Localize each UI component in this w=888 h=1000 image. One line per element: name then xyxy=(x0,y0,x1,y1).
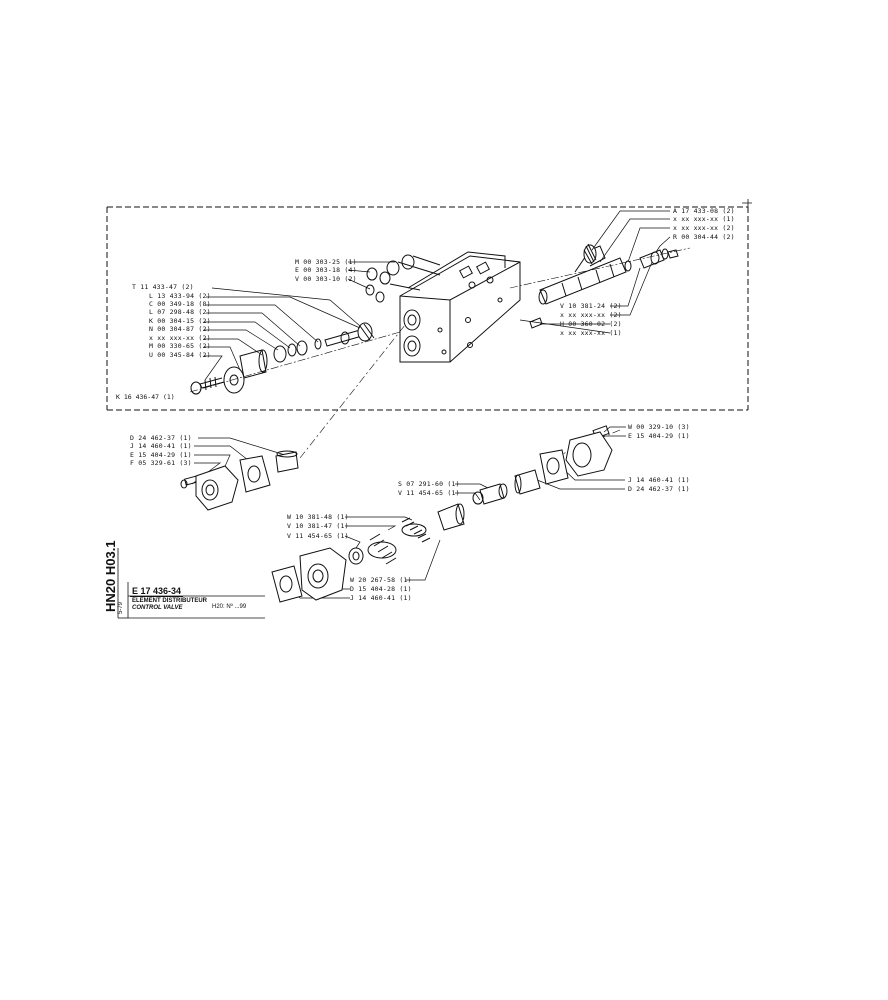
leader-lines xyxy=(191,210,671,599)
part-label: J 14 460-41 (1) xyxy=(350,594,412,602)
part-label: D 15 404-28 (1) xyxy=(350,585,412,593)
sheet-side-title: HN20 H03.1 xyxy=(103,540,119,612)
part-label: W 00 329-10 (3) xyxy=(628,423,690,431)
part-label: K 00 304-15 (2) xyxy=(149,317,211,325)
left-spool xyxy=(189,322,401,395)
part-label: A 17 433-08 (2) xyxy=(673,207,735,215)
assembly-code: E 17 436-34 xyxy=(130,586,184,597)
part-label: H 00 360-02 (2) xyxy=(560,320,622,328)
part-label: W 10 381-48 (1) xyxy=(287,513,349,521)
part-label: x xx xxx-xx (2) xyxy=(560,311,622,319)
assembly-frame xyxy=(106,206,749,411)
left-flange-assembly xyxy=(180,450,299,511)
right-flange-assembly xyxy=(514,425,613,495)
o-rings xyxy=(365,254,441,303)
part-label: x xx xxx-xx (1) xyxy=(560,329,622,337)
part-label: x xx xxx-xx (1) xyxy=(673,215,735,223)
assembly-name-fr: ELEMENT DISTRIBUTEUR xyxy=(132,598,207,604)
part-label: V 10 381-24 (2) xyxy=(560,302,622,310)
part-label: D 24 462-37 (1) xyxy=(130,434,192,442)
part-label: T 11 433-47 (2) xyxy=(132,283,194,291)
spring-stack xyxy=(348,517,431,565)
part-label: D 24 462-37 (1) xyxy=(628,485,690,493)
part-label: E 15 404-29 (1) xyxy=(628,432,690,440)
right-spool xyxy=(509,243,691,329)
side-title-text: HN20 H03.1 xyxy=(103,540,118,612)
part-label: V 11 454-65 (1) xyxy=(287,532,349,540)
part-label: W 20 267-58 (1) xyxy=(350,576,412,584)
part-label: E 00 303-18 (4) xyxy=(295,266,357,274)
part-label: L 13 433-94 (2) xyxy=(149,292,211,300)
part-label: x xx xxx-xx (2) xyxy=(149,334,211,342)
part-label: M 00 330-65 (2) xyxy=(149,342,211,350)
part-label: J 14 460-41 (1) xyxy=(628,476,690,484)
part-label: R 00 304-44 (2) xyxy=(673,233,735,241)
part-label: L 07 298-48 (2) xyxy=(149,308,211,316)
assembly-name-en: CONTROL VALVE xyxy=(132,605,183,611)
part-label: U 00 345-84 (2) xyxy=(149,351,211,359)
part-label: J 14 460-41 (1) xyxy=(130,442,192,450)
bottom-housing xyxy=(271,547,347,603)
part-label: N 00 304-87 (2) xyxy=(149,325,211,333)
model-number: H20: Nº ...99 xyxy=(212,604,247,610)
part-label: S 07 291-60 (1) xyxy=(398,480,460,488)
valve-body xyxy=(399,251,521,363)
part-label: M 00 303-25 (1) xyxy=(295,258,357,266)
part-label: E 15 404-29 (1) xyxy=(130,451,192,459)
center-piston xyxy=(437,483,508,531)
date-code-text: 5-79 xyxy=(118,601,124,614)
frame-code-label: K 16 436-47 (1) xyxy=(116,393,175,401)
part-label: x xx xxx-xx (2) xyxy=(673,224,735,232)
part-label: C 00 349-18 (8) xyxy=(149,300,211,308)
part-label: V 11 454-65 (1) xyxy=(398,489,460,497)
sheet-date-code: 5-79 xyxy=(118,588,128,618)
part-label: F 05 329-61 (3) xyxy=(130,459,192,467)
part-label: V 00 303-10 (2) xyxy=(295,275,357,283)
part-label: V 10 381-47 (1) xyxy=(287,522,349,530)
